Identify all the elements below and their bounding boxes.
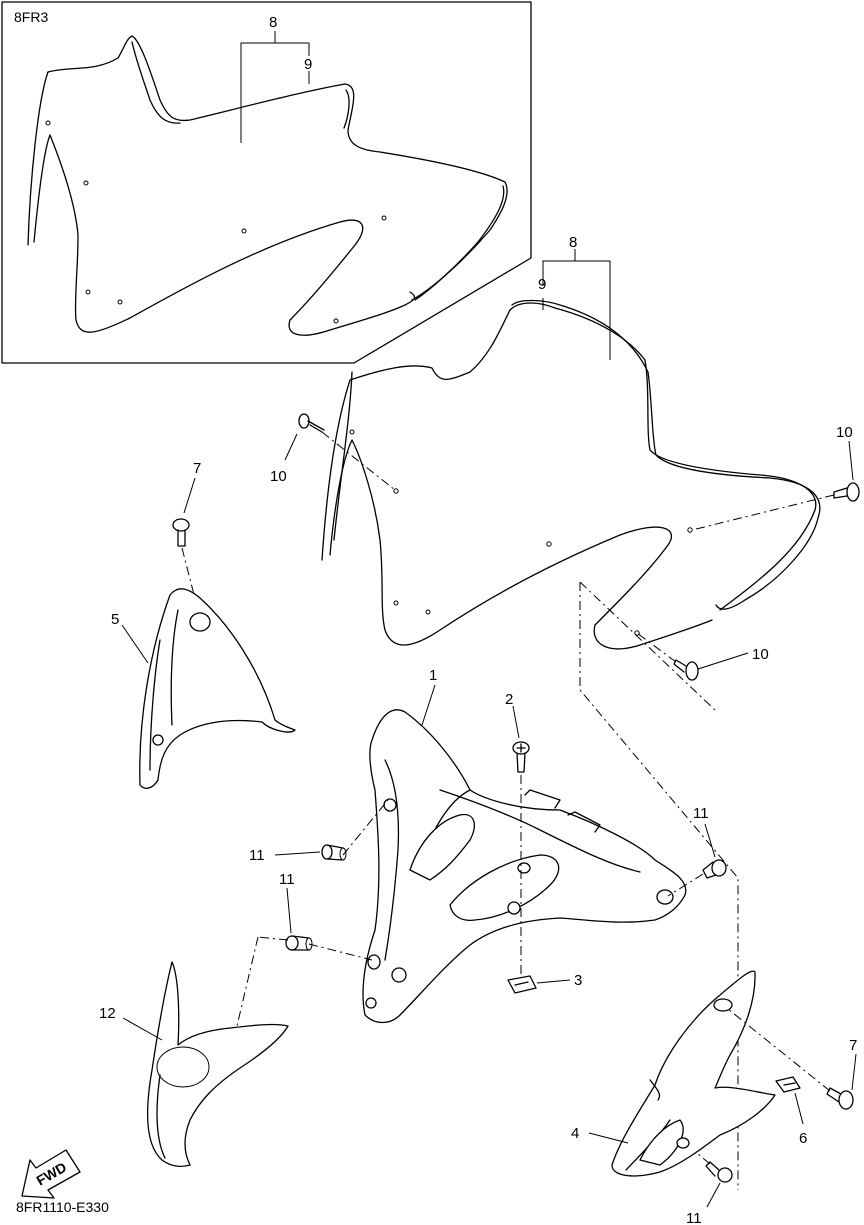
figure-code: 8FR1110-E330 [16,1199,109,1215]
screw-10-right: 10 [691,424,860,531]
screw-10-bottom: 10 [636,632,769,681]
side-panel-4: 4 [571,970,776,1177]
callout-8: 8 [569,234,577,251]
callout-10-bottom: 10 [752,646,769,663]
callout-6: 6 [799,1130,807,1147]
screw-2: 2 [505,691,530,975]
cowl-body-1: 1 [362,667,687,1024]
callout-9: 9 [538,276,546,293]
windshield [321,299,821,650]
lower-cowl-12: 12 [99,961,289,1167]
callout-12: 12 [99,1005,116,1022]
callout-11-lower-left: 11 [279,871,295,888]
callout-10-right: 10 [836,424,853,441]
rivet-7-right: 7 [727,1008,857,1110]
callout-1: 1 [429,667,437,684]
bushing-11-bottom: 11 [684,1142,733,1225]
clip-6: 6 [775,1076,807,1147]
callout-8-inset: 8 [269,14,277,31]
callout-2: 2 [505,691,513,708]
callout-11-left: 11 [249,847,265,864]
callout-11-bottom: 11 [686,1210,702,1225]
bushing-11-left: 11 [249,799,389,864]
inset-windshield [27,35,508,336]
screw-10-left: 10 [270,413,396,491]
inset-panel: 8FR3 8 9 [1,1,532,364]
callout-9-inset: 9 [304,56,312,73]
callout-7-right: 7 [849,1037,857,1054]
callout-10-left: 10 [270,468,287,485]
fwd-arrow-icon: FWD [21,1149,81,1199]
side-panel-5: 5 [111,588,296,789]
callout-11-right: 11 [693,805,709,822]
callout-4: 4 [571,1125,579,1142]
bushing-11-right: 11 [667,805,727,897]
callout-3: 3 [574,972,582,989]
callout-5: 5 [111,611,119,628]
inset-code: 8FR3 [14,9,48,25]
callout-7-left: 7 [193,460,201,477]
nut-3: 3 [507,972,582,994]
